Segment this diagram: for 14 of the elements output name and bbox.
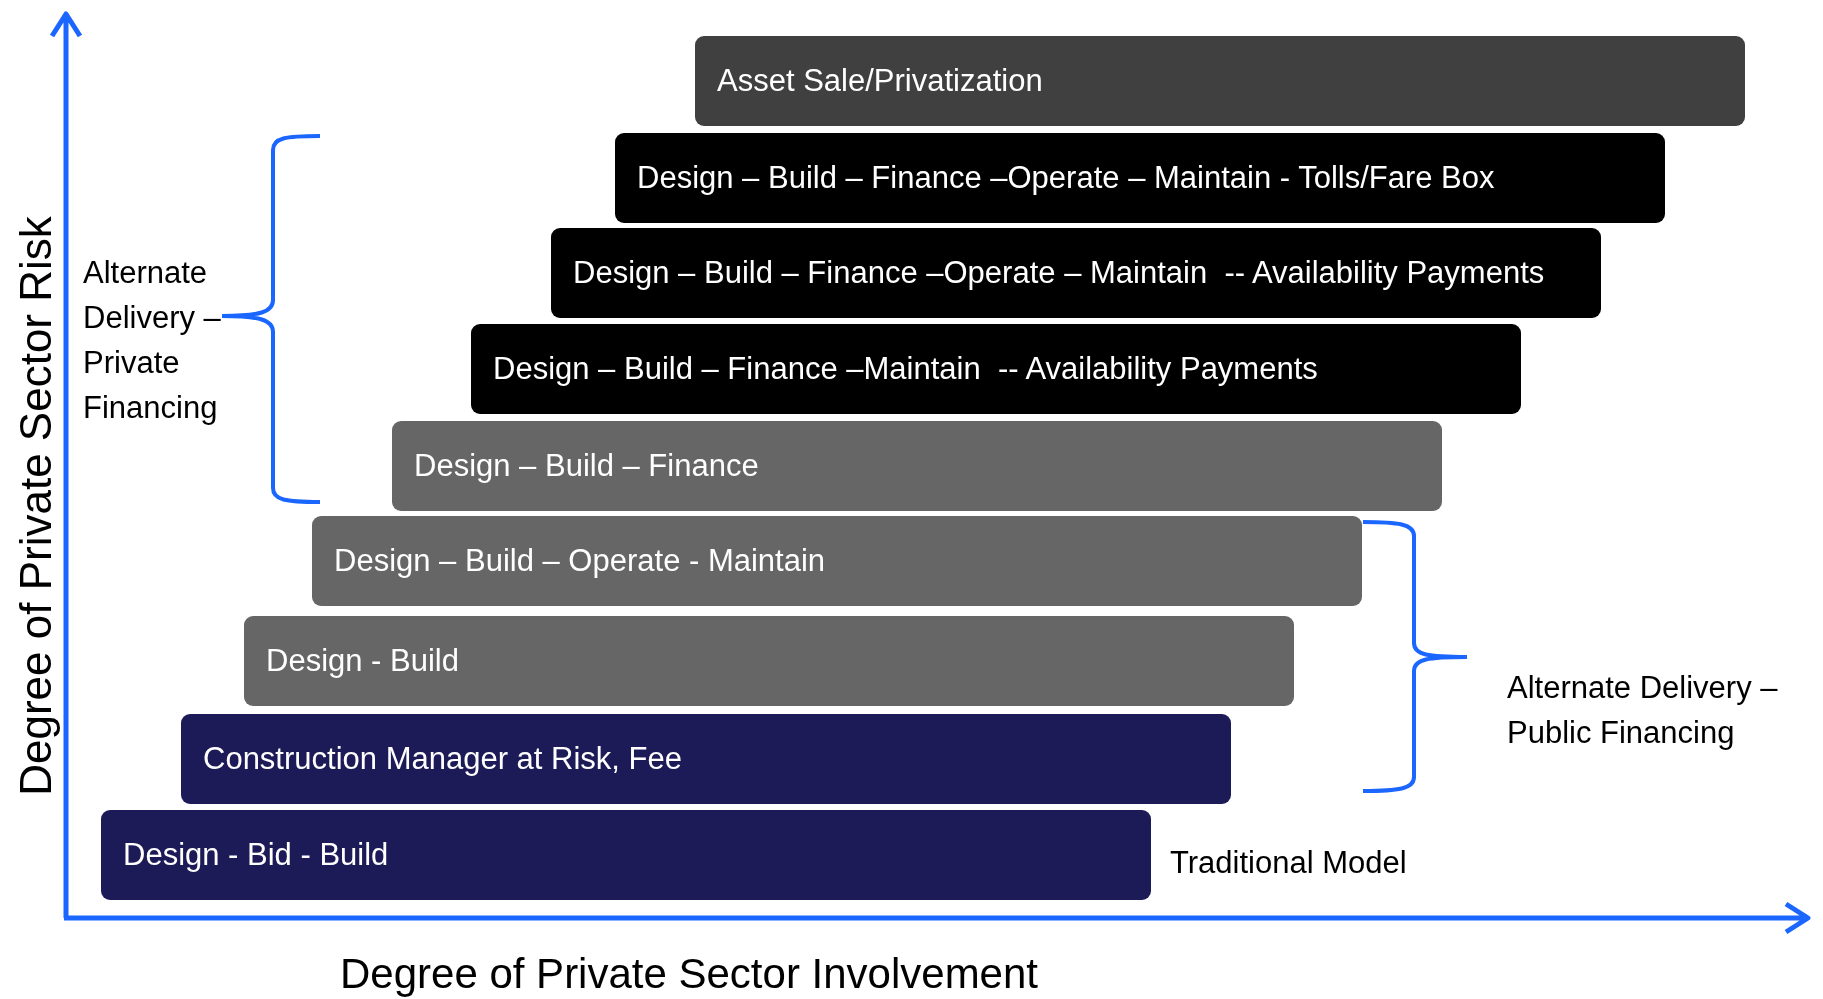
bracket-label: Alternate Delivery – Private Financing <box>83 254 222 427</box>
model-bar: Design - Bid - Build <box>101 810 1151 900</box>
model-bar: Design – Build – Finance –Operate – Maintain -- Availability Payments <box>551 228 1601 318</box>
model-bar: Design – Build – Finance <box>392 421 1442 511</box>
model-bar: Construction Manager at Risk, Fee <box>181 714 1231 804</box>
model-bar: Design – Build – Finance –Maintain -- Availability Payments <box>471 324 1521 414</box>
model-bar: Asset Sale/Privatization <box>695 36 1745 126</box>
model-bar: Design - Build <box>244 616 1294 706</box>
model-group-label: Traditional Model <box>1170 844 1407 882</box>
axis-title: Degree of Private Sector Involvement <box>340 950 1038 998</box>
bracket-label: Alternate Delivery – Public Financing <box>1507 669 1779 752</box>
model-bar: Design – Build – Operate - Maintain <box>312 516 1362 606</box>
axis-title: Degree of Private Sector Risk <box>11 216 61 796</box>
model-bar: Design – Build – Finance –Operate – Maintain - Tolls/Fare Box <box>615 133 1665 223</box>
